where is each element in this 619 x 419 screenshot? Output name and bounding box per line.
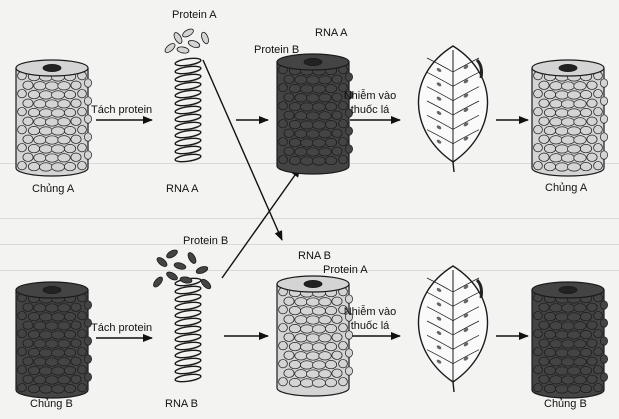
protein-b-subunits: [153, 249, 212, 290]
strain-a-label-left: Chủng A: [32, 183, 75, 195]
remove-protein-label-bottom: Tách protein: [91, 322, 153, 334]
strain-a-capsid-right: [531, 59, 608, 177]
protein-b-hybrid-label: Protein B: [254, 44, 300, 56]
infect-label-bottom-1: Nhiễm vào: [343, 306, 397, 318]
infect-label-top-2: thuốc lá: [350, 104, 390, 116]
shapes-layer: [15, 28, 608, 399]
hybrid-capsid-b-protein-a-rna: [276, 53, 353, 175]
infect-label-bottom-2: thuốc lá: [350, 320, 390, 332]
rna-b-hybrid-label: RNA B: [298, 250, 332, 262]
infect-label-top-1: Nhiễm vào: [343, 90, 397, 102]
tobacco-leaf-top: [417, 45, 489, 173]
strain-b-capsid-left: [15, 281, 92, 399]
remove-protein-label-top: Tách protein: [91, 104, 153, 116]
rna-b-helix: [174, 277, 202, 383]
strain-a-capsid-left: [15, 59, 92, 177]
strain-b-capsid-right: [531, 281, 608, 399]
strain-b-label-right: Chủng B: [544, 398, 587, 410]
protein-a-label-top: Protein A: [172, 9, 217, 21]
rna-a-label-bottom: RNA A: [166, 183, 199, 195]
rna-a-helix: [174, 57, 202, 163]
protein-a-subunits: [164, 28, 209, 54]
hybrid-capsid-a-protein-b-rna: [276, 275, 353, 397]
rna-a-hybrid-label: RNA A: [315, 27, 348, 39]
rna-b-label-bottom: RNA B: [165, 398, 199, 410]
strain-a-label-right: Chủng A: [545, 182, 588, 194]
tobacco-leaf-bottom: [417, 265, 489, 393]
arrow-protein-a-to-bottom-hybrid: [202, 59, 283, 241]
protein-a-hybrid-label: Protein A: [323, 264, 368, 276]
arrows-layer: [96, 59, 529, 342]
strain-b-label-left: Chủng B: [30, 398, 73, 410]
protein-b-label-top: Protein B: [183, 235, 229, 247]
arrow-protein-b-to-top-hybrid: [221, 167, 301, 279]
